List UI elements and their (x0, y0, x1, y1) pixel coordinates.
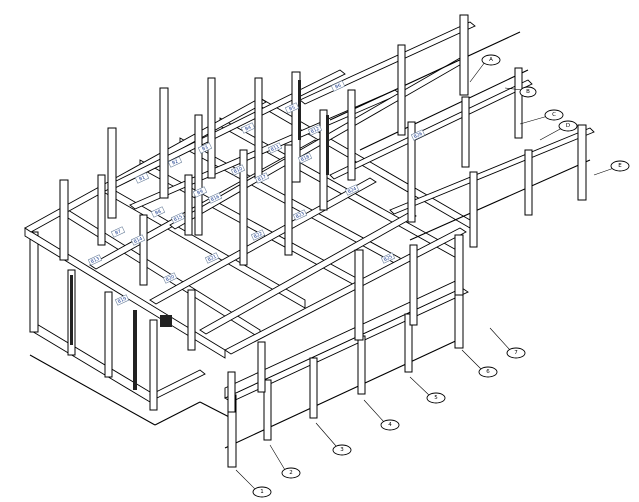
member-tag: B23 (292, 209, 308, 221)
front-foundation-frame (29, 231, 469, 468)
svg-text:B7: B7 (114, 228, 122, 236)
svg-text:B9: B9 (196, 188, 204, 196)
svg-text:B22: B22 (253, 231, 264, 240)
svg-text:B21: B21 (207, 254, 218, 263)
member-tag: B12 (307, 124, 323, 136)
front-posts (29, 231, 464, 468)
grid-bubble-7: 7 (489, 327, 526, 359)
member-tag: B13 (87, 254, 103, 266)
svg-text:1: 1 (260, 489, 264, 495)
member-tags: B1B2B3B4B5B6B7B8B9B10B11B12B13B14B15B16B… (87, 80, 426, 306)
member-tag: B3 (197, 142, 213, 154)
svg-text:B11: B11 (270, 144, 281, 153)
member-tag: B15 (170, 212, 186, 224)
grid-bubbles: 1 2 3 4 5 6 7 (235, 54, 630, 498)
svg-text:B19: B19 (117, 296, 128, 305)
svg-text:B24: B24 (347, 186, 358, 195)
svg-text:5: 5 (434, 395, 438, 401)
member-tag: B26 (410, 129, 426, 141)
grid-bubble-c: C (519, 109, 564, 125)
member-tag: B21 (204, 252, 220, 264)
svg-text:B5: B5 (288, 104, 296, 112)
svg-text:B: B (526, 89, 530, 95)
svg-text:B12: B12 (310, 126, 321, 135)
grid-bubble-a: A (469, 54, 501, 83)
member-tag: B7 (110, 226, 126, 238)
member-tag: B18 (297, 152, 313, 164)
vertical-columns (59, 14, 587, 413)
member-tag: B2 (167, 156, 183, 168)
grid-bubble-5: 5 (409, 376, 446, 404)
grid-bubble-3: 3 (315, 422, 352, 456)
member-tag: B20 (162, 272, 178, 284)
svg-text:B25: B25 (383, 254, 394, 263)
member-tag: B4 (240, 122, 256, 134)
svg-text:6: 6 (486, 369, 490, 375)
grid-bubble-2: 2 (269, 444, 301, 479)
member-tag: B17 (254, 172, 270, 184)
member-tag: B5 (284, 102, 300, 114)
grid-bubble-4: 4 (363, 399, 400, 431)
grid-bubble-6: 6 (461, 349, 498, 378)
member-tag: B6 (330, 80, 346, 92)
member-tag: B22 (250, 229, 266, 241)
member-tag: B24 (344, 184, 360, 196)
member-tag: B9 (192, 186, 208, 198)
grid-bubble-1: 1 (235, 469, 272, 498)
member-tag: B16 (207, 192, 223, 204)
svg-text:B15: B15 (173, 214, 184, 223)
svg-text:B17: B17 (257, 174, 268, 183)
member-tag: B14 (130, 234, 146, 246)
member-tag: B25 (380, 252, 396, 264)
grid-bubble-b: B (504, 86, 537, 98)
svg-text:B10: B10 (233, 166, 244, 175)
member-tag: B10 (230, 164, 246, 176)
svg-text:B16: B16 (210, 194, 221, 203)
svg-text:B3: B3 (201, 144, 209, 152)
svg-text:B14: B14 (133, 236, 144, 245)
svg-text:7: 7 (514, 350, 518, 356)
svg-text:B20: B20 (165, 274, 176, 283)
svg-text:B26: B26 (413, 131, 424, 140)
grid-bubble-e: E (593, 160, 630, 176)
svg-text:B23: B23 (295, 211, 306, 220)
member-tag: B1 (134, 172, 150, 184)
svg-text:B8: B8 (154, 208, 162, 216)
member-tag: B8 (150, 206, 166, 218)
svg-text:E: E (618, 163, 622, 169)
svg-text:B18: B18 (300, 154, 311, 163)
svg-text:3: 3 (340, 447, 344, 453)
grid-bubble-d: D (539, 120, 578, 141)
svg-text:B13: B13 (90, 256, 101, 265)
svg-text:B1: B1 (138, 174, 146, 182)
svg-text:A: A (489, 57, 493, 63)
svg-text:2: 2 (289, 470, 293, 476)
member-tag: B19 (114, 294, 130, 306)
svg-text:B4: B4 (244, 124, 252, 132)
svg-text:4: 4 (388, 422, 392, 428)
member-tag: B11 (267, 142, 283, 154)
svg-text:B2: B2 (171, 158, 179, 166)
svg-text:D: D (566, 123, 570, 129)
svg-text:C: C (552, 112, 556, 118)
svg-text:B6: B6 (334, 82, 342, 90)
